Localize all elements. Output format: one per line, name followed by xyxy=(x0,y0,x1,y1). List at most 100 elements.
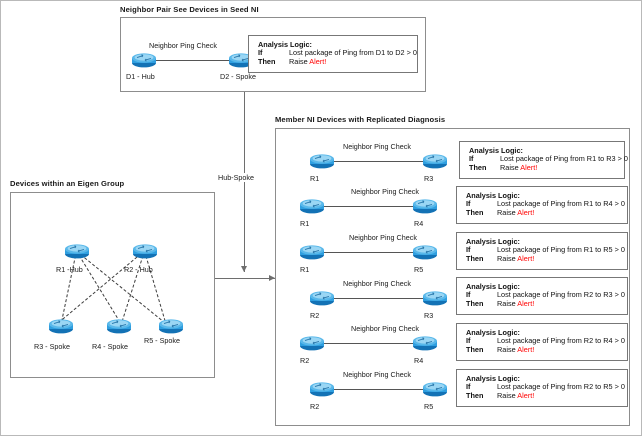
member-link-line-row-3 xyxy=(322,252,420,253)
member-node-label-row-2-target: R4 xyxy=(414,219,424,228)
router-icon-row-2-source xyxy=(299,197,325,214)
logic-title: Analysis Logic: xyxy=(466,191,520,200)
logic-alert-word: Alert! xyxy=(309,56,327,66)
router-icon-row-1-source xyxy=(309,152,335,169)
seed-device-label-d1: D1 - Hub xyxy=(126,72,155,81)
logic-if-key: If xyxy=(466,382,471,391)
seed-panel: Neighbor Ping Check D1 - Hub xyxy=(120,17,426,92)
hub-spoke-label: Hub-Spoke xyxy=(217,173,255,182)
member-analysis-logic-box-row-5: Analysis Logic: If Lost package of Ping … xyxy=(456,323,628,361)
router-icon-r4-spoke xyxy=(106,317,132,334)
member-link-label-row-2: Neighbor Ping Check xyxy=(351,187,419,196)
member-node-label-row-4-target: R3 xyxy=(424,311,434,320)
seed-link-line xyxy=(150,60,238,61)
logic-if-value: Lost package of Ping from R2 to R3 > 0 xyxy=(497,290,625,299)
member-link-label-row-4: Neighbor Ping Check xyxy=(343,279,411,288)
member-node-label-row-5-source: R2 xyxy=(300,356,310,365)
member-link-label-row-5: Neighbor Ping Check xyxy=(351,324,419,333)
logic-then-prefix: Raise xyxy=(497,298,518,308)
member-node-label-row-2-source: R1 xyxy=(300,219,310,228)
logic-then-key: Then xyxy=(469,162,487,172)
eigen-group-panel: R1 -Hub R2 - Hub xyxy=(10,192,215,378)
logic-if-key: If xyxy=(466,199,471,208)
logic-then-value: Raise Alert! xyxy=(289,56,327,67)
member-analysis-logic-box-row-3: Analysis Logic: If Lost package of Ping … xyxy=(456,232,628,270)
member-link-line-row-5 xyxy=(322,343,420,344)
router-icon-row-1-target xyxy=(422,152,448,169)
logic-if-value: Lost package of Ping from R1 to R5 > 0 xyxy=(497,245,625,254)
seed-link-label: Neighbor Ping Check xyxy=(149,41,217,50)
logic-then-prefix: Raise xyxy=(497,344,518,354)
router-icon-row-4-target xyxy=(422,289,448,306)
logic-if-row: If Lost package of Ping from R2 to R4 > … xyxy=(466,336,627,346)
logic-then-prefix: Raise xyxy=(289,56,310,66)
seed-analysis-logic-box: Analysis Logic: If Lost package of Ping … xyxy=(248,35,418,73)
logic-alert-word: Alert! xyxy=(520,162,538,172)
logic-title: Analysis Logic: xyxy=(258,40,312,49)
logic-then-prefix: Raise xyxy=(497,207,518,217)
router-icon-d1 xyxy=(131,51,157,68)
member-link-label-row-3: Neighbor Ping Check xyxy=(349,233,417,242)
eigen-hub-label-r1: R1 -Hub xyxy=(56,265,83,274)
logic-title: Analysis Logic: xyxy=(466,374,520,383)
logic-then-key: Then xyxy=(258,56,276,66)
router-icon-r5-spoke xyxy=(158,317,184,334)
eigen-hub-label-r2: R2 - Hub xyxy=(124,265,153,274)
router-icon-r2-hub xyxy=(132,242,158,259)
member-node-label-row-4-source: R2 xyxy=(310,311,320,320)
logic-then-key: Then xyxy=(466,253,484,263)
member-node-label-row-3-source: R1 xyxy=(300,265,310,274)
logic-if-value: Lost package of Ping from R1 to R3 > 0 xyxy=(500,154,628,163)
logic-if-row: If Lost package of Ping from R1 to R5 > … xyxy=(466,245,627,255)
logic-if-value: Lost package of Ping from R2 to R4 > 0 xyxy=(497,336,625,345)
router-icon-row-6-source xyxy=(309,380,335,397)
logic-then-value: Raise Alert! xyxy=(497,344,534,355)
logic-if-row: If Lost package of Ping from R1 to R4 > … xyxy=(466,199,627,209)
member-node-label-row-1-source: R1 xyxy=(310,174,320,183)
logic-then-key: Then xyxy=(466,207,484,217)
logic-then-key: Then xyxy=(466,344,484,354)
logic-title: Analysis Logic: xyxy=(466,237,520,246)
seed-device-label-d2: D2 - Spoke xyxy=(220,72,256,81)
logic-if-value: Lost package of Ping from D1 to D2 > 0 xyxy=(289,48,417,57)
router-icon-r1-hub xyxy=(64,242,90,259)
member-link-line-row-6 xyxy=(332,389,430,390)
logic-if-key: If xyxy=(466,245,471,254)
eigen-spoke-label-r5: R5 - Spoke xyxy=(144,336,180,345)
logic-then-value: Raise Alert! xyxy=(497,207,534,218)
member-node-label-row-5-target: R4 xyxy=(414,356,424,365)
eigen-to-member-connector-line xyxy=(215,278,275,279)
logic-then-row: Then Raise Alert! xyxy=(466,253,627,264)
logic-if-key: If xyxy=(466,290,471,299)
router-icon-row-6-target xyxy=(422,380,448,397)
logic-then-row: Then Raise Alert! xyxy=(466,298,627,309)
member-link-label-row-1: Neighbor Ping Check xyxy=(343,142,411,151)
logic-if-value: Lost package of Ping from R2 to R5 > 0 xyxy=(497,382,625,391)
router-icon-row-5-source xyxy=(299,334,325,351)
member-link-line-row-1 xyxy=(332,161,430,162)
logic-then-prefix: Raise xyxy=(500,162,521,172)
router-icon-row-2-target xyxy=(412,197,438,214)
eigen-to-member-arrow-right xyxy=(269,275,275,281)
member-analysis-logic-box-row-1: Analysis Logic: If Lost package of Ping … xyxy=(459,141,628,179)
member-link-line-row-2 xyxy=(322,206,420,207)
member-analysis-logic-box-row-2: Analysis Logic: If Lost package of Ping … xyxy=(456,186,628,224)
logic-then-row: Then Raise Alert! xyxy=(466,390,627,401)
eigen-spoke-label-r3: R3 - Spoke xyxy=(34,342,70,351)
hub-spoke-connector-line xyxy=(244,92,245,272)
member-panel-title: Member NI Devices with Replicated Diagno… xyxy=(275,115,446,124)
member-analysis-logic-box-row-4: Analysis Logic: If Lost package of Ping … xyxy=(456,277,628,315)
logic-if-key: If xyxy=(258,48,263,57)
member-link-line-row-4 xyxy=(332,298,430,299)
seed-panel-title: Neighbor Pair See Devices in Seed NI xyxy=(120,5,259,14)
logic-if-row: If Lost package of Ping from R2 to R5 > … xyxy=(466,382,627,392)
logic-alert-word: Alert! xyxy=(517,298,535,308)
member-ni-panel: Neighbor Ping Check R1 R3 Analysis Logic… xyxy=(275,128,630,426)
logic-title: Analysis Logic: xyxy=(466,282,520,291)
logic-if-key: If xyxy=(469,154,474,163)
router-icon-r3-spoke xyxy=(48,317,74,334)
logic-then-prefix: Raise xyxy=(497,390,518,400)
logic-then-prefix: Raise xyxy=(497,253,518,263)
hub-spoke-arrow-down xyxy=(241,266,247,272)
